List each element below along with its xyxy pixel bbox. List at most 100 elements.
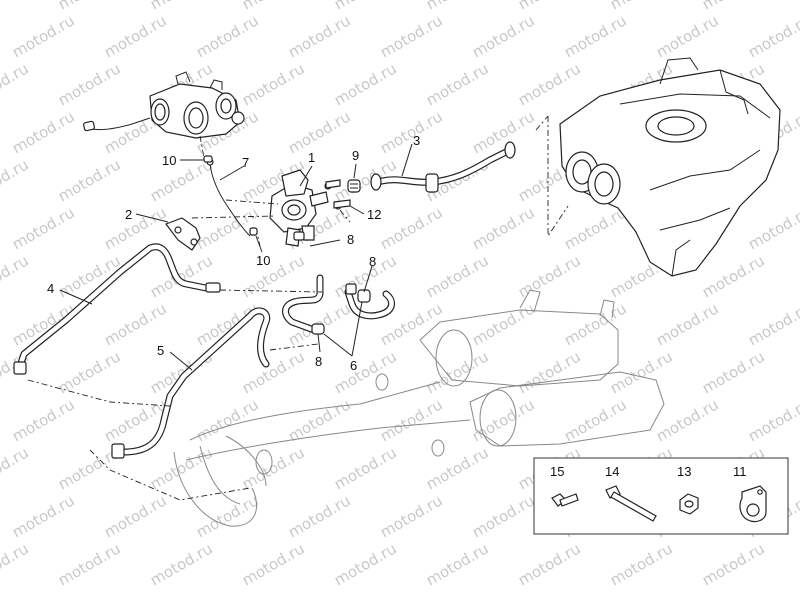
watermark-text: motod.ru [515, 251, 584, 301]
callout-5: 5 [157, 343, 164, 358]
watermark-text: motod.ru [331, 539, 400, 589]
callout-2: 2 [125, 207, 132, 222]
watermark-text: motod.ru [147, 251, 216, 301]
watermark-text: motod.ru [331, 443, 400, 493]
watermark-text: motod.ru [561, 395, 630, 445]
watermark-text: motod.ru [239, 347, 308, 397]
callout-10-top: 10 [162, 153, 176, 168]
callout-8-right: 8 [369, 254, 376, 269]
callout-7: 7 [242, 155, 249, 170]
watermark-text: motod.ru [515, 59, 584, 109]
watermark-text: motod.ru [55, 0, 124, 13]
watermark-text: motod.ru [55, 155, 124, 205]
watermark-text: motod.ru [239, 539, 308, 589]
watermark-text: motod.ru [147, 155, 216, 205]
throttle-body-illustration [83, 71, 245, 139]
elbow-hoses-6-illustration [282, 231, 395, 335]
callout-8-upper: 8 [347, 232, 354, 247]
hose-4-illustration [13, 243, 221, 375]
watermark-text: motod.ru [469, 395, 538, 445]
legend-number-11: 11 [733, 464, 747, 479]
watermark-text: motod.ru [331, 59, 400, 109]
watermark-text: motod.ru [285, 107, 354, 157]
watermark-text: motod.ru [9, 11, 78, 61]
exhaust-illustration [173, 289, 665, 527]
watermark-text: motod.ru [745, 395, 800, 445]
assembly-dashed-lines [27, 135, 351, 501]
watermark-text: motod.ru [147, 0, 216, 13]
watermark-text: motod.ru [0, 155, 32, 205]
watermark-text: motod.ru [55, 59, 124, 109]
callout-10-bottom: 10 [256, 253, 270, 268]
watermark-text: motod.ru [331, 0, 400, 13]
watermark-text: motod.ru [147, 539, 216, 589]
callout-6: 6 [350, 358, 357, 373]
hose-3-illustration [370, 141, 516, 193]
watermark-text: motod.ru [101, 299, 170, 349]
watermark-text: motod.ru [699, 539, 768, 589]
airbox-illustration [559, 57, 781, 277]
watermark-text: motod.ru [9, 107, 78, 157]
watermark-text: motod.ru [193, 491, 262, 541]
watermark-text: motod.ru [55, 539, 124, 589]
watermark-text: motod.ru [699, 0, 768, 13]
watermark-text: motod.ru [423, 251, 492, 301]
watermark-text: motod.ru [377, 395, 446, 445]
hose-5-illustration [111, 307, 271, 459]
watermark-text: motod.ru [653, 11, 722, 61]
airbox-dashed-link [535, 115, 569, 238]
watermark-text: motod.ru [469, 203, 538, 253]
watermark-text: motod.ru [561, 299, 630, 349]
watermark-text: motod.ru [515, 347, 584, 397]
watermark-text: motod.ru [9, 395, 78, 445]
watermark-text: motod.ru [0, 0, 32, 13]
watermark-text: motod.ru [285, 491, 354, 541]
watermark-text: motod.ru [0, 539, 32, 589]
watermark-text: motod.ru [377, 11, 446, 61]
watermark-text: motod.ru [9, 203, 78, 253]
watermark-text: motod.ru [193, 299, 262, 349]
watermark-text: motod.ru [515, 539, 584, 589]
fastener-legend: 15 14 13 11 [533, 457, 789, 535]
watermark-text: motod.ru [239, 251, 308, 301]
watermark-text: motod.ru [377, 203, 446, 253]
watermark-text: motod.ru [423, 347, 492, 397]
watermark-text: motod.ru [101, 491, 170, 541]
callout-4: 4 [47, 281, 54, 296]
nut-icon [679, 493, 699, 515]
watermark-text: motod.ru [699, 347, 768, 397]
watermark-text: motod.ru [239, 59, 308, 109]
long-screw-icon [605, 485, 657, 522]
watermark-text: motod.ru [423, 539, 492, 589]
watermark-text: motod.ru [0, 59, 32, 109]
callout-9: 9 [352, 148, 359, 163]
cap-fitting-illustration [347, 179, 361, 193]
watermark-text: motod.ru [469, 11, 538, 61]
watermark-text: motod.ru [239, 443, 308, 493]
watermark-text: motod.ru [469, 299, 538, 349]
watermark-text: motod.ru [699, 251, 768, 301]
watermark-text: motod.ru [193, 11, 262, 61]
watermark-text: motod.ru [377, 107, 446, 157]
callout-12: 12 [367, 207, 381, 222]
watermark-text: motod.ru [0, 443, 32, 493]
callout-8-lower: 8 [315, 354, 322, 369]
watermark-text: motod.ru [607, 539, 676, 589]
watermark-text: motod.ru [423, 59, 492, 109]
watermark-text: motod.ru [331, 347, 400, 397]
hose-clamp-icon [739, 485, 767, 523]
watermark-text: motod.ru [561, 203, 630, 253]
watermark-text: motod.ru [285, 11, 354, 61]
watermark-text: motod.ru [745, 11, 800, 61]
watermark-text: motod.ru [745, 203, 800, 253]
watermark-text: motod.ru [239, 0, 308, 13]
watermark-text: motod.ru [377, 491, 446, 541]
legend-number-13: 13 [677, 464, 691, 479]
watermark-text: motod.ru [423, 0, 492, 13]
callout-3: 3 [413, 133, 420, 148]
watermark-text: motod.ru [0, 251, 32, 301]
watermark-text: motod.ru [285, 395, 354, 445]
legend-number-15: 15 [550, 464, 564, 479]
leader-lines [59, 143, 413, 371]
